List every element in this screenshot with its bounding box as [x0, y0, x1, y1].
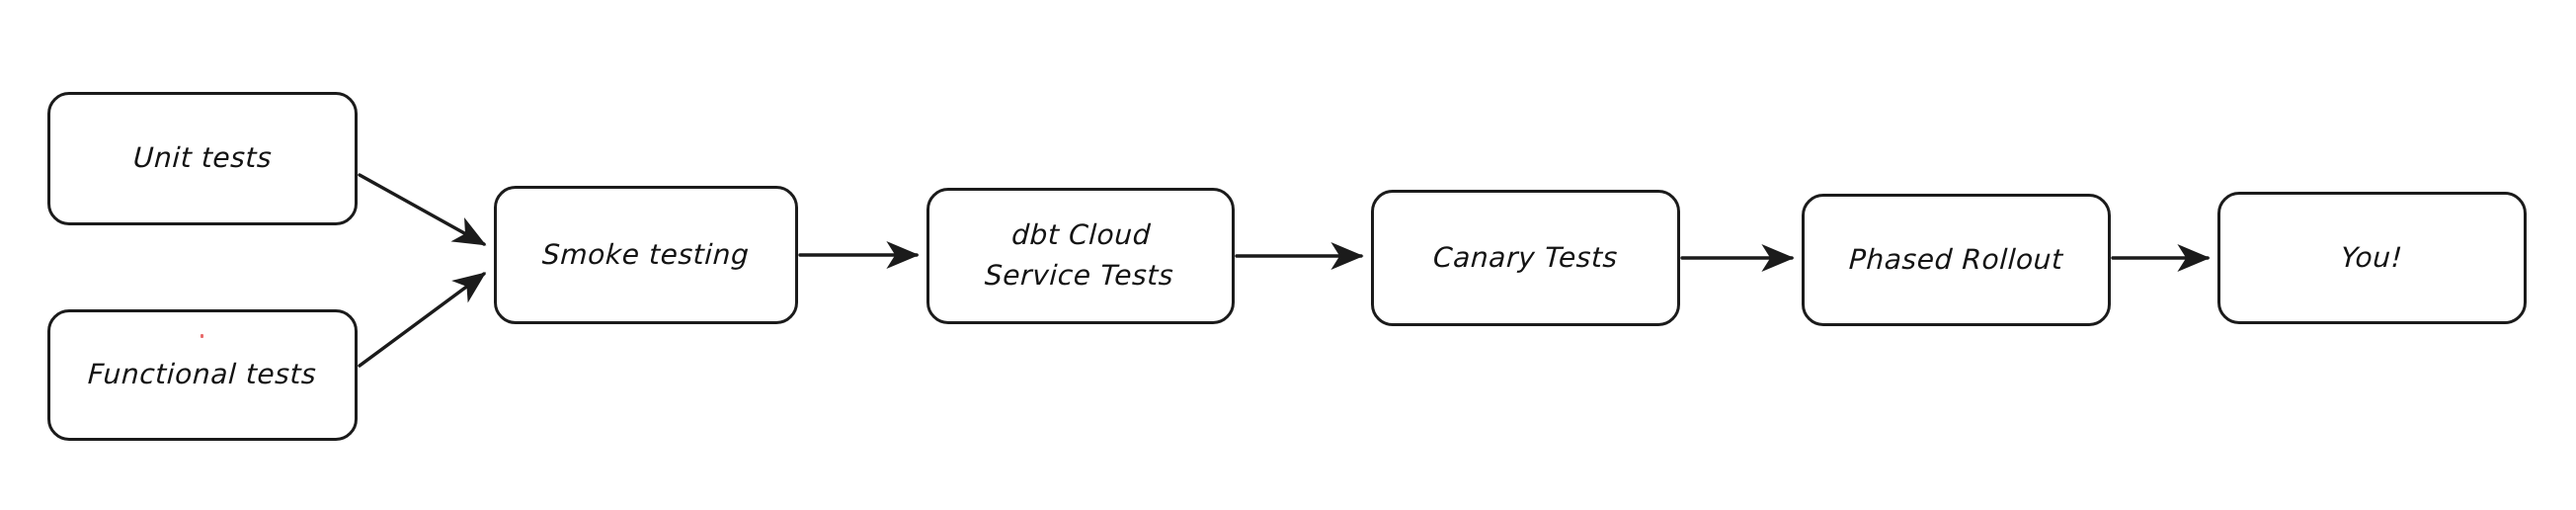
node-functional-tests[interactable]: Functional tests [47, 309, 358, 441]
node-label-smoke-testing: Smoke testing [541, 237, 751, 271]
node-label-dbt-cloud-service-tests: dbt Cloud Service Tests [984, 218, 1175, 292]
edge-functional-to-smoke [358, 272, 487, 368]
node-dbt-cloud-service-tests[interactable]: dbt Cloud Service Tests [926, 188, 1235, 324]
node-unit-tests[interactable]: Unit tests [47, 92, 358, 225]
node-label-canary-tests: Canary Tests [1432, 240, 1619, 274]
node-label-unit-tests: Unit tests [132, 141, 274, 175]
node-label-phased-rollout: Phased Rollout [1848, 242, 2064, 276]
node-label-functional-tests: Functional tests [87, 358, 318, 391]
node-label-you: You! [2340, 240, 2404, 274]
node-canary-tests[interactable]: Canary Tests [1371, 190, 1680, 326]
node-phased-rollout[interactable]: Phased Rollout [1802, 194, 2111, 326]
edge-unit-to-smoke [358, 173, 487, 246]
node-you[interactable]: You! [2217, 192, 2527, 324]
red-speck-artifact [201, 334, 203, 338]
node-smoke-testing[interactable]: Smoke testing [494, 186, 798, 324]
